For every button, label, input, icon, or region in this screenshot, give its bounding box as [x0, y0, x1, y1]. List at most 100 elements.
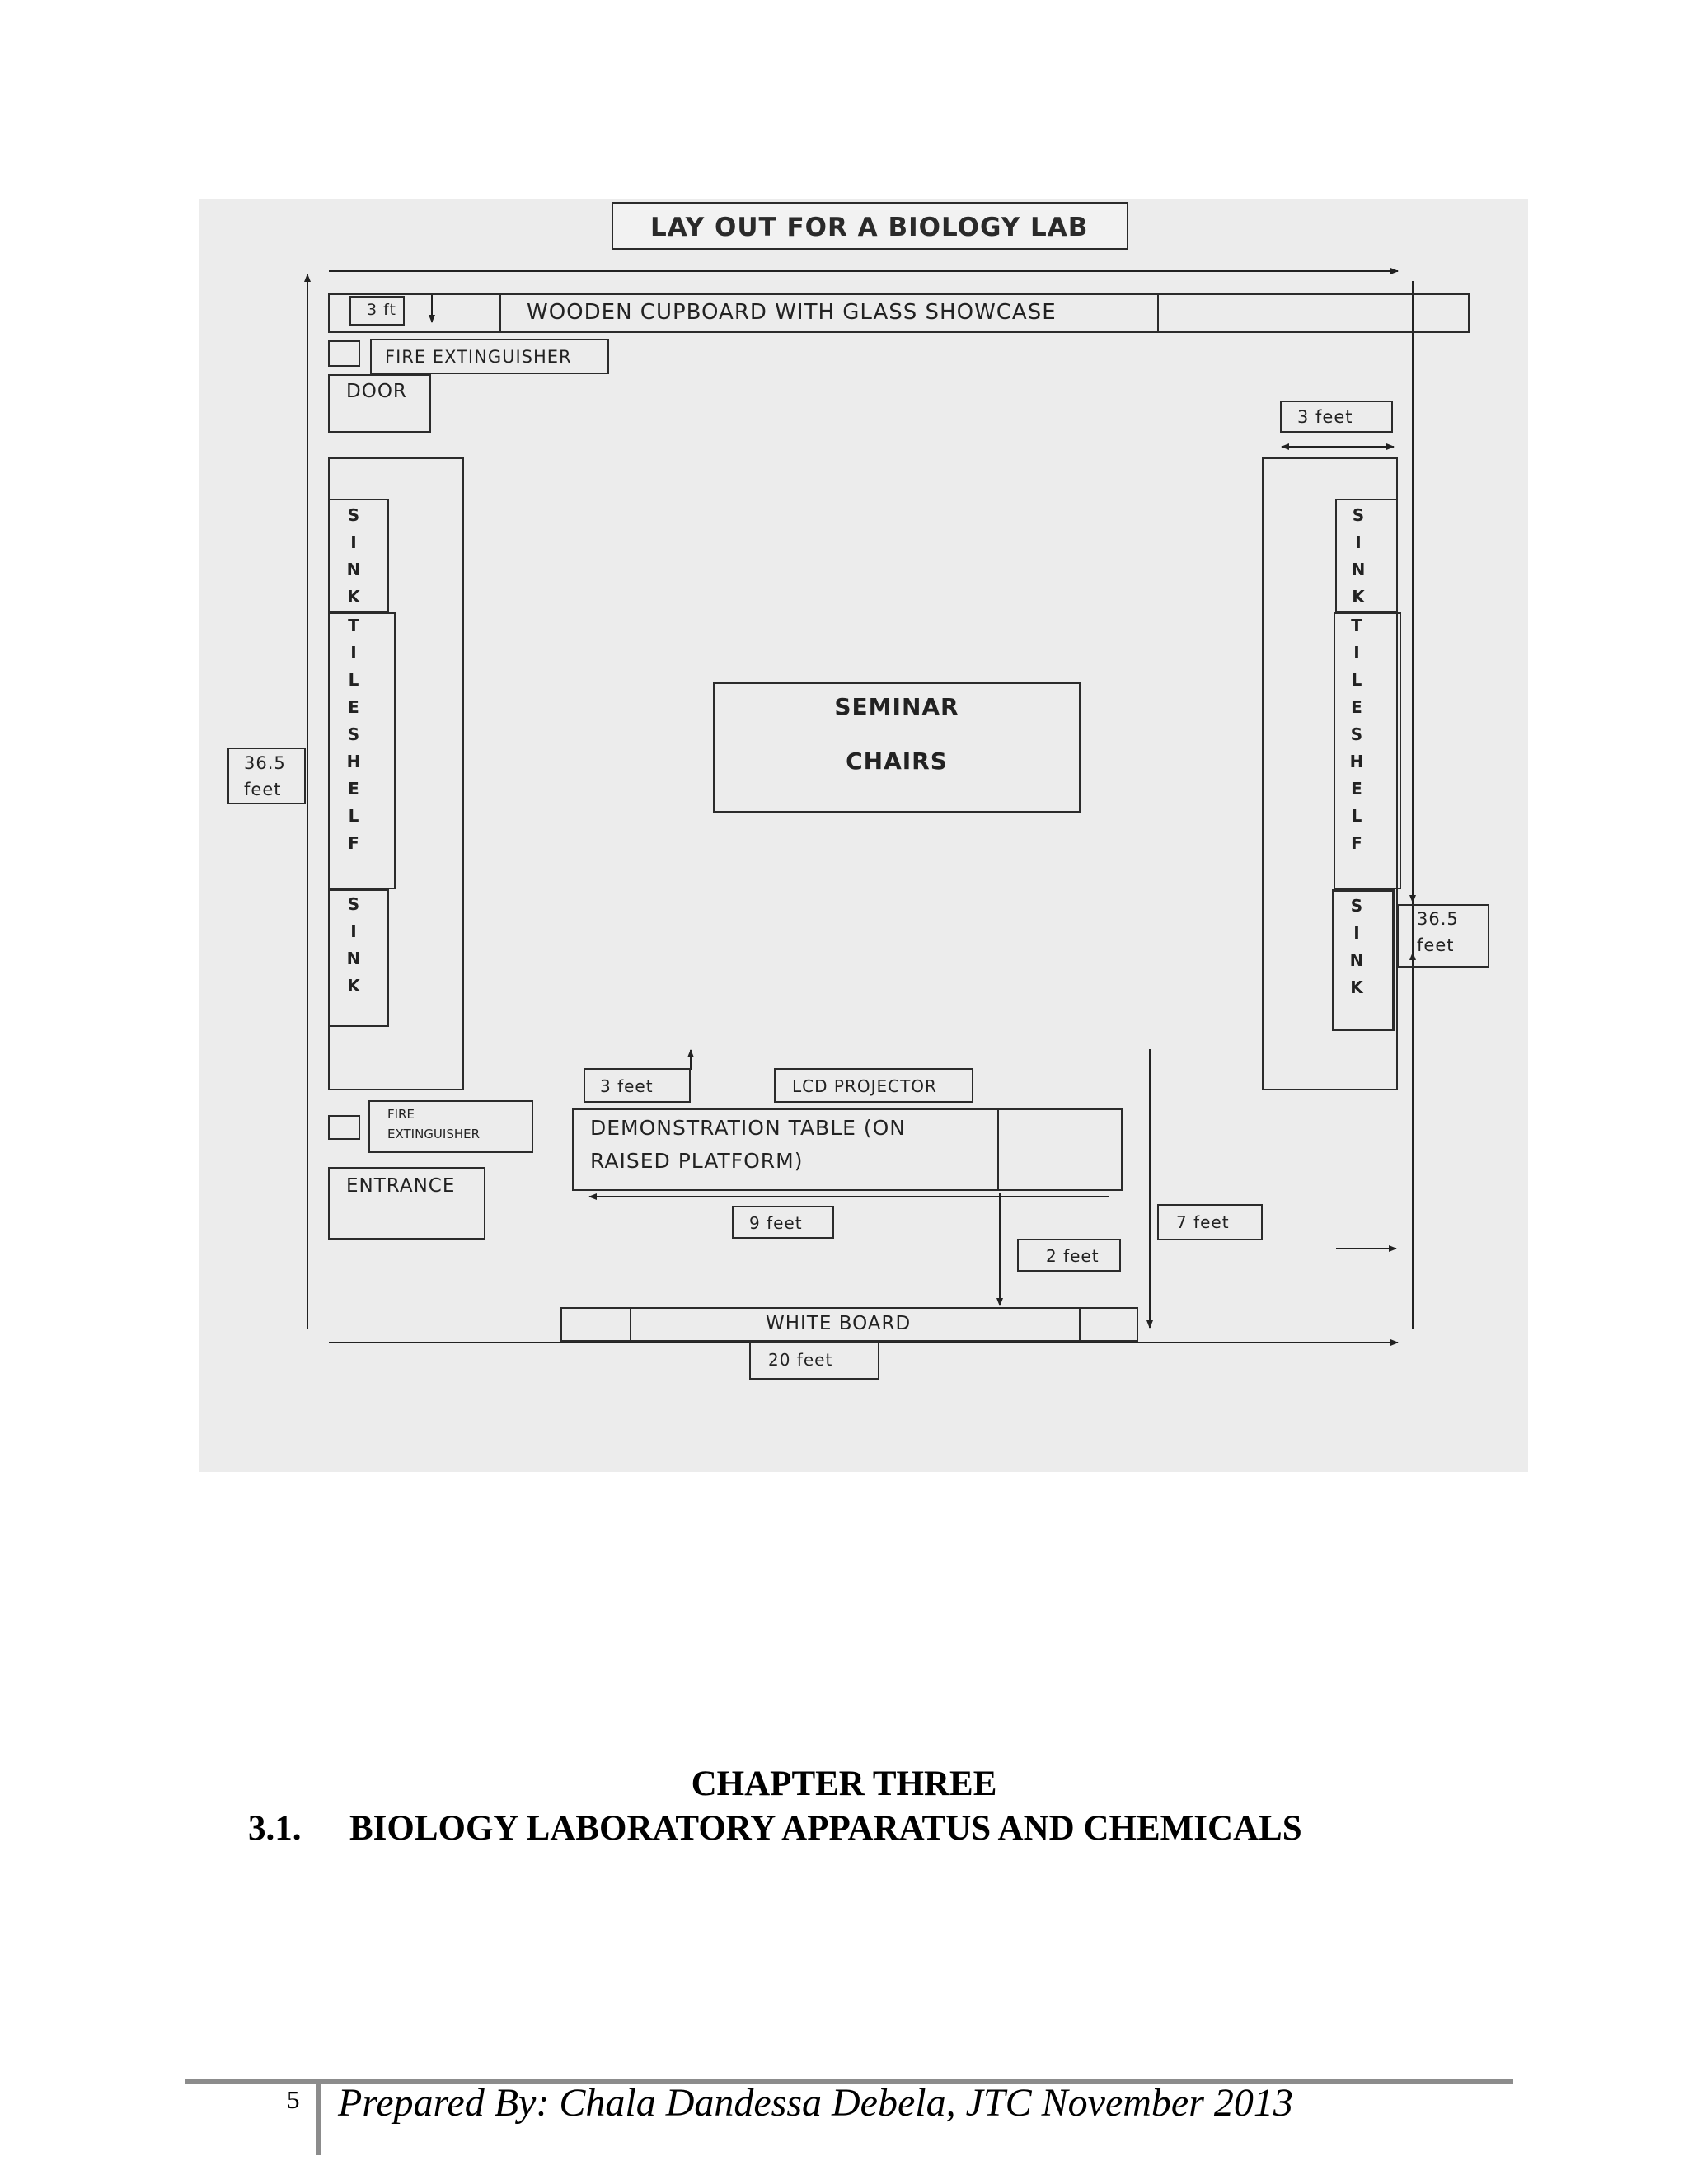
- door: [328, 374, 431, 433]
- white-board-left-section: [560, 1307, 631, 1342]
- shelf-letter: I: [350, 643, 357, 663]
- fire-extinguisher-bottom-box: [368, 1100, 533, 1153]
- right-height-value: 36.5: [1417, 909, 1459, 929]
- left-height-value: 36.5: [244, 753, 286, 773]
- sink-letter: I: [350, 532, 357, 552]
- entrance-label: ENTRANCE: [346, 1175, 456, 1197]
- right-height-unit: feet: [1417, 935, 1455, 955]
- right-width-label: 3 feet: [1297, 407, 1353, 427]
- sink-letter: N: [346, 949, 361, 968]
- sink-letter: N: [1351, 560, 1366, 579]
- shelf-letter: L: [1351, 806, 1362, 826]
- shelf-letter: H: [346, 752, 361, 771]
- footer-credit: Prepared By: Chala Dandessa Debela, JTC …: [338, 2081, 1293, 2125]
- shelf-letter: F: [348, 833, 359, 853]
- fire-extinguisher-top-symbol: [328, 340, 360, 367]
- entrance: [328, 1167, 485, 1240]
- right-sink-top-letters: S I N K: [1346, 502, 1371, 611]
- shelf-letter: S: [1350, 724, 1363, 744]
- footer-rule: [185, 2079, 1513, 2084]
- left-height-tag: [227, 748, 306, 804]
- cupboard-size-tag: [349, 296, 405, 326]
- fire-extinguisher-top-box: [370, 339, 609, 374]
- left-height-unit: feet: [244, 780, 282, 799]
- bottom-width-label: 20 feet: [768, 1350, 833, 1370]
- sink-letter: I: [1353, 923, 1360, 943]
- shelf-letter: L: [1351, 670, 1362, 690]
- sink-letter: N: [346, 560, 361, 579]
- right-width-tag: [1280, 401, 1393, 433]
- left-sink-bottom-letters: S I N K: [341, 891, 366, 1000]
- right-sink-bottom: [1332, 889, 1395, 1031]
- lab-layout-diagram: LAY OUT FOR A BIOLOGY LAB 3 ft WOODEN CU…: [199, 199, 1528, 1472]
- section-number: 3.1.: [248, 1809, 302, 1848]
- right-tile-shelf: [1334, 612, 1401, 889]
- board-gap-tag: [1017, 1239, 1121, 1272]
- left-tile-shelf-letters: T I L E S H E L F: [341, 612, 366, 857]
- fire-extinguisher-bottom-line2: EXTINGUISHER: [387, 1127, 481, 1141]
- cupboard-size-label: 3 ft: [367, 301, 396, 319]
- shelf-letter: F: [1351, 833, 1362, 853]
- left-sink-top: [328, 499, 389, 612]
- chapter-title: CHAPTER THREE: [691, 1765, 997, 1803]
- side-gap-label: 7 feet: [1176, 1212, 1230, 1232]
- table-length-label: 9 feet: [749, 1213, 803, 1233]
- sink-letter: N: [1349, 950, 1364, 970]
- diagram-title: LAY OUT FOR A BIOLOGY LAB: [650, 213, 1089, 242]
- shelf-letter: H: [1349, 752, 1364, 771]
- seminar-label: SEMINAR: [834, 693, 959, 720]
- side-gap-tag: [1157, 1204, 1263, 1240]
- table-length-tag: [732, 1206, 834, 1239]
- table-gap-label: 3 feet: [600, 1076, 654, 1096]
- sink-letter: S: [347, 894, 360, 914]
- fire-extinguisher-top-label: FIRE EXTINGUISHER: [385, 347, 572, 367]
- cupboard-right-section: [1157, 293, 1470, 333]
- bottom-width-tag: [749, 1342, 879, 1380]
- left-sink-bottom: [328, 889, 389, 1027]
- sink-letter: S: [347, 505, 360, 525]
- left-sink-top-letters: S I N K: [341, 502, 366, 611]
- cupboard-left-section: [328, 293, 501, 333]
- sink-letter: I: [350, 921, 357, 941]
- board-gap-label: 2 feet: [1046, 1246, 1100, 1266]
- sink-letter: S: [1352, 505, 1365, 525]
- fire-extinguisher-bottom-line1: FIRE: [387, 1107, 415, 1122]
- shelf-letter: E: [348, 779, 359, 799]
- chairs-label: CHAIRS: [846, 748, 948, 775]
- demonstration-table-line2: RAISED PLATFORM): [590, 1149, 804, 1173]
- cupboard-label: WOODEN CUPBOARD WITH GLASS SHOWCASE: [527, 300, 1057, 325]
- shelf-letter: L: [348, 806, 359, 826]
- shelf-letter: E: [1351, 697, 1362, 717]
- shelf-letter: I: [1353, 643, 1360, 663]
- lcd-projector: [774, 1068, 973, 1103]
- right-sink-bottom-letters: S I N K: [1344, 893, 1369, 1001]
- seminar-chairs-area: [713, 682, 1081, 813]
- diagram-title-box: [612, 202, 1128, 250]
- section-title: BIOLOGY LABORATORY APPARATUS AND CHEMICA…: [349, 1809, 1302, 1848]
- page-number: 5: [287, 2085, 300, 2114]
- fire-extinguisher-bottom-symbol: [328, 1115, 360, 1140]
- white-board-label: WHITE BOARD: [766, 1313, 912, 1334]
- sink-letter: S: [1350, 896, 1363, 916]
- shelf-letter: E: [1351, 779, 1362, 799]
- demonstration-table-section: [997, 1108, 1123, 1191]
- lcd-projector-label: LCD PROJECTOR: [792, 1076, 937, 1096]
- table-gap-tag: [584, 1068, 691, 1103]
- sink-letter: K: [347, 976, 360, 996]
- demonstration-table-line1: DEMONSTRATION TABLE (ON: [590, 1116, 907, 1140]
- footer-divider: [316, 2079, 321, 2155]
- shelf-letter: S: [347, 724, 360, 744]
- right-sink-top: [1335, 499, 1398, 612]
- shelf-letter: E: [348, 697, 359, 717]
- door-label: DOOR: [346, 381, 407, 402]
- shelf-letter: T: [1351, 616, 1362, 635]
- right-tile-shelf-letters: T I L E S H E L F: [1344, 612, 1369, 857]
- white-board-right-section: [1079, 1307, 1138, 1342]
- sink-letter: K: [347, 587, 360, 607]
- right-height-tag: [1397, 904, 1489, 968]
- sink-letter: K: [1352, 587, 1365, 607]
- sink-letter: K: [1350, 977, 1363, 997]
- sink-letter: I: [1355, 532, 1362, 552]
- shelf-letter: T: [348, 616, 359, 635]
- shelf-letter: L: [348, 670, 359, 690]
